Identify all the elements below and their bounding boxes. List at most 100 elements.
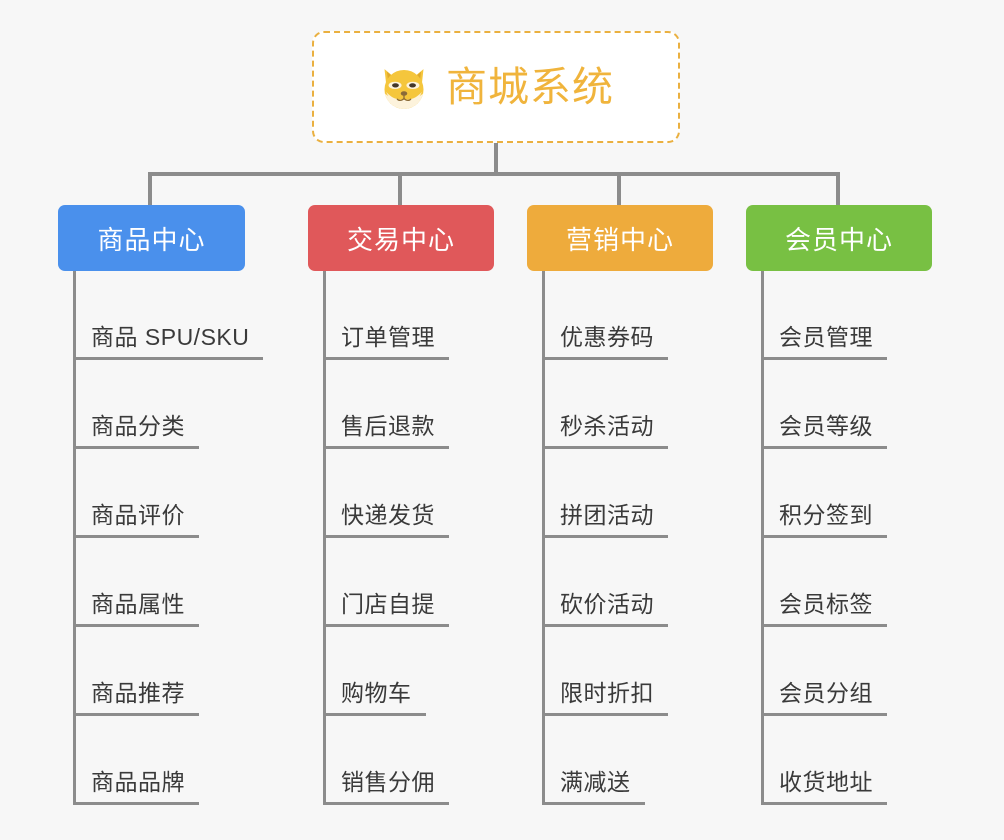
leaf-node[interactable]: 购物车 [308, 627, 494, 716]
branch-trunk-line [323, 271, 326, 805]
leaf-underline: 快递发货 [323, 501, 449, 538]
leaf-label: 限时折扣 [560, 679, 654, 706]
root-title: 商城系统 [446, 63, 614, 110]
leaf-label: 商品推荐 [91, 679, 185, 706]
leaf-node[interactable]: 商品品牌 [58, 716, 245, 805]
branch-header[interactable]: 交易中心 [308, 205, 494, 271]
leaf-node[interactable]: 会员管理 [746, 271, 932, 360]
leaf-node[interactable]: 满减送 [527, 716, 713, 805]
leaf-underline: 会员分组 [761, 679, 887, 716]
branch-column: 会员中心会员管理会员等级积分签到会员标签会员分组收货地址 [746, 205, 932, 805]
leaf-node[interactable]: 拼团活动 [527, 449, 713, 538]
branch-header-label: 商品中心 [97, 224, 206, 255]
leaf-underline: 售后退款 [323, 412, 449, 449]
branch-column: 商品中心商品 SPU/SKU 商品分类商品评价商品属性商品推荐商品品牌 [58, 205, 264, 805]
leaf-underline: 收货地址 [761, 768, 887, 805]
leaf-node[interactable]: 商品推荐 [58, 627, 245, 716]
leaf-label: 会员等级 [779, 412, 873, 439]
connector-drop-2 [617, 172, 621, 205]
leaf-node[interactable]: 限时折扣 [527, 627, 713, 716]
leaf-label: 商品品牌 [91, 768, 185, 795]
leaf-label: 满减送 [560, 768, 631, 795]
leaf-underline: 会员等级 [761, 412, 887, 449]
leaf-underline: 商品分类 [73, 412, 199, 449]
branch-trunk-line [73, 271, 76, 805]
leaf-label: 门店自提 [341, 590, 435, 617]
leaf-underline: 限时折扣 [542, 679, 668, 716]
leaf-node[interactable]: 商品属性 [58, 538, 245, 627]
leaf-underline: 订单管理 [323, 323, 449, 360]
leaf-node[interactable]: 积分签到 [746, 449, 932, 538]
branch-leaf-list: 会员管理会员等级积分签到会员标签会员分组收货地址 [746, 271, 932, 805]
leaf-label: 销售分佣 [341, 768, 435, 795]
leaf-label: 会员分组 [779, 679, 873, 706]
leaf-underline: 商品评价 [73, 501, 199, 538]
connector-horizontal-bus [150, 172, 840, 176]
branch-leaf-list: 商品 SPU/SKU 商品分类商品评价商品属性商品推荐商品品牌 [58, 271, 264, 805]
leaf-node[interactable]: 售后退款 [308, 360, 494, 449]
connector-drop-0 [148, 172, 152, 205]
leaf-label: 售后退款 [341, 412, 435, 439]
leaf-underline: 拼团活动 [542, 501, 668, 538]
leaf-node[interactable]: 优惠券码 [527, 271, 713, 360]
leaf-label: 商品属性 [91, 590, 185, 617]
leaf-underline: 砍价活动 [542, 590, 668, 627]
leaf-label: 快递发货 [341, 501, 435, 528]
leaf-label: 商品评价 [91, 501, 185, 528]
leaf-underline: 门店自提 [323, 590, 449, 627]
connector-drop-3 [836, 172, 840, 205]
branch-header[interactable]: 营销中心 [527, 205, 713, 271]
connector-root-stem [494, 143, 498, 174]
root-node[interactable]: 商城系统 [312, 31, 680, 143]
branch-header[interactable]: 商品中心 [58, 205, 245, 271]
leaf-underline: 商品属性 [73, 590, 199, 627]
connector-drop-1 [398, 172, 402, 205]
branch-trunk-line [542, 271, 545, 805]
leaf-node[interactable]: 会员分组 [746, 627, 932, 716]
leaf-node[interactable]: 商品评价 [58, 449, 245, 538]
leaf-label: 会员标签 [779, 590, 873, 617]
leaf-node[interactable]: 秒杀活动 [527, 360, 713, 449]
leaf-label: 秒杀活动 [560, 412, 654, 439]
branch-header-label: 交易中心 [346, 224, 455, 255]
leaf-node[interactable]: 砍价活动 [527, 538, 713, 627]
branch-leaf-list: 订单管理售后退款快递发货门店自提购物车销售分佣 [308, 271, 494, 805]
leaf-label: 砍价活动 [560, 590, 654, 617]
leaf-label: 积分签到 [779, 501, 873, 528]
branch-header[interactable]: 会员中心 [746, 205, 932, 271]
leaf-node[interactable]: 快递发货 [308, 449, 494, 538]
leaf-label: 订单管理 [341, 323, 435, 350]
leaf-node[interactable]: 销售分佣 [308, 716, 494, 805]
leaf-node[interactable]: 订单管理 [308, 271, 494, 360]
leaf-label: 商品分类 [91, 412, 185, 439]
leaf-node[interactable]: 门店自提 [308, 538, 494, 627]
branch-header-label: 会员中心 [784, 224, 893, 255]
branch-column: 营销中心优惠券码秒杀活动拼团活动砍价活动限时折扣满减送 [527, 205, 713, 805]
leaf-underline: 积分签到 [761, 501, 887, 538]
leaf-underline: 满减送 [542, 768, 645, 805]
leaf-label: 收货地址 [779, 768, 873, 795]
leaf-label: 商品 SPU/SKU [91, 323, 250, 350]
leaf-underline: 销售分佣 [323, 768, 449, 805]
leaf-node[interactable]: 商品分类 [58, 360, 245, 449]
leaf-underline: 会员标签 [761, 590, 887, 627]
leaf-underline: 秒杀活动 [542, 412, 668, 449]
branch-trunk-line [761, 271, 764, 805]
branch-column: 交易中心订单管理售后退款快递发货门店自提购物车销售分佣 [308, 205, 494, 805]
leaf-node[interactable]: 收货地址 [746, 716, 932, 805]
branch-leaf-list: 优惠券码秒杀活动拼团活动砍价活动限时折扣满减送 [527, 271, 713, 805]
leaf-label: 拼团活动 [560, 501, 654, 528]
leaf-underline: 会员管理 [761, 323, 887, 360]
leaf-underline: 商品品牌 [73, 768, 199, 805]
leaf-node[interactable]: 会员等级 [746, 360, 932, 449]
leaf-label: 购物车 [341, 679, 412, 706]
leaf-label: 会员管理 [779, 323, 873, 350]
leaf-node[interactable]: 商品 SPU/SKU [58, 271, 264, 360]
leaf-underline: 购物车 [323, 679, 426, 716]
leaf-underline: 商品推荐 [73, 679, 199, 716]
leaf-underline: 商品 SPU/SKU [73, 323, 264, 360]
leaf-node[interactable]: 会员标签 [746, 538, 932, 627]
leaf-underline: 优惠券码 [542, 324, 668, 360]
shiba-dog-face-icon [384, 69, 424, 109]
